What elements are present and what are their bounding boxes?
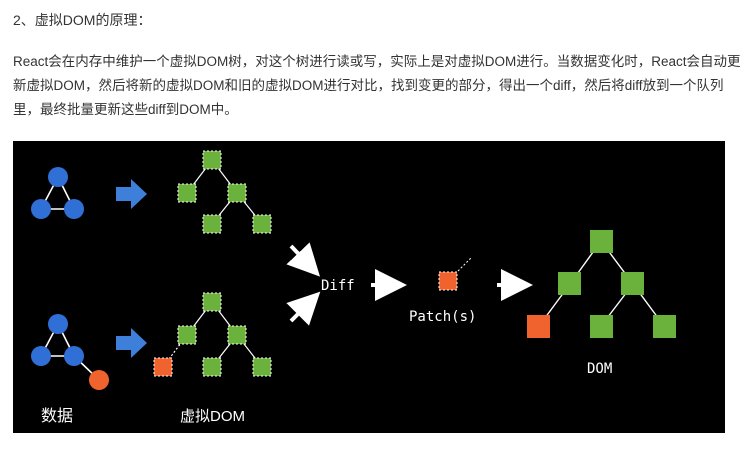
tree-node: [202, 357, 222, 377]
patch-edge: [457, 256, 473, 272]
dom-node-changed: [527, 315, 550, 338]
white-arrow-icon: [286, 291, 321, 326]
blue-arrow-icon: [116, 179, 147, 209]
body-paragraph: React会在内存中维护一个虚拟DOM树，对这个树进行读或写，实际上是对虚拟DO…: [13, 54, 741, 117]
tree-node: [177, 183, 197, 203]
data-node: [64, 346, 84, 366]
data-node: [31, 199, 51, 219]
virtual-dom-label: 虚拟DOM: [180, 408, 245, 425]
blue-arrow-icon: [116, 328, 147, 358]
dom-node: [621, 272, 644, 295]
tree-node-changed: [153, 357, 173, 377]
patch-label: Patch(s): [409, 309, 476, 325]
data-node: [64, 199, 84, 219]
tree-node: [202, 214, 222, 234]
data-node: [31, 346, 51, 366]
tree-node: [202, 150, 222, 170]
tree-node: [252, 357, 272, 377]
data-graph-new: [31, 314, 109, 390]
diff-label: Diff: [321, 278, 355, 294]
dom-node: [590, 315, 613, 338]
tree-node: [177, 325, 197, 345]
patch-node: [438, 271, 458, 291]
tree-node: [202, 292, 222, 312]
data-node-new: [89, 370, 109, 390]
tree-node: [227, 325, 247, 345]
section-heading: 2、虚拟DOM的原理：: [13, 12, 152, 28]
data-label: 数据: [41, 407, 73, 425]
virtual-dom-tree-new: [153, 292, 272, 377]
virtual-dom-tree-old: [177, 150, 272, 234]
dom-node: [653, 315, 676, 338]
white-arrow-icon: [286, 242, 321, 277]
dom-node: [558, 272, 581, 295]
tree-node: [252, 214, 272, 234]
diagram-canvas: Diff Patch(s) 数据 虚拟DOM DOM: [31, 150, 676, 425]
dom-node: [590, 230, 613, 253]
data-node: [48, 314, 68, 334]
data-node: [48, 167, 68, 187]
patch-node-group: [438, 256, 473, 291]
tree-node: [227, 183, 247, 203]
virtual-dom-diagram: Diff Patch(s) 数据 虚拟DOM DOM: [13, 141, 725, 433]
dom-label: DOM: [587, 361, 612, 377]
real-dom-tree: [527, 230, 676, 338]
data-graph-old: [31, 167, 84, 219]
